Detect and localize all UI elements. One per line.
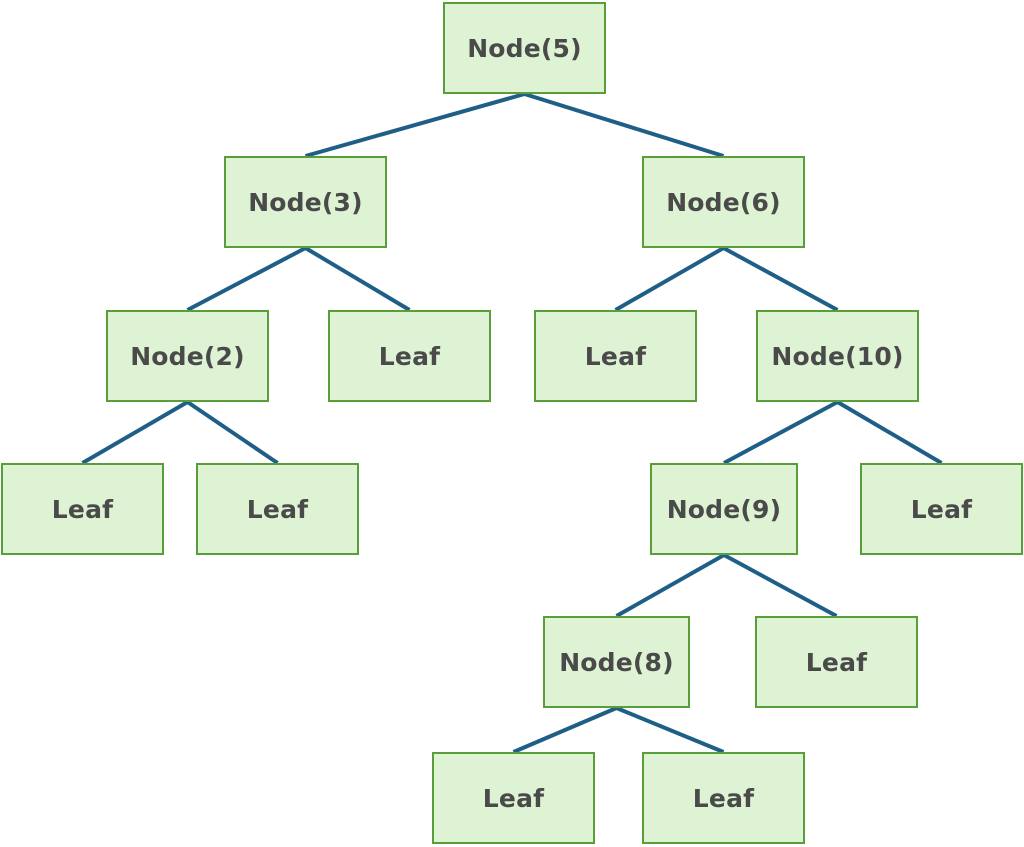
tree-edge: [512, 706, 618, 754]
tree-edge: [722, 246, 839, 312]
tree-edge: [614, 246, 725, 312]
leaf-node: Leaf: [432, 752, 595, 844]
tree-node-8: Node(8): [543, 616, 690, 708]
leaf-node: Leaf: [328, 310, 491, 402]
tree-edge: [81, 400, 189, 465]
tree-node-6: Node(6): [642, 156, 805, 248]
tree-node-9: Node(9): [650, 463, 798, 555]
tree-edge: [836, 400, 943, 465]
tree-node-10: Node(10): [756, 310, 919, 402]
tree-edge: [523, 92, 725, 158]
tree-edge: [723, 553, 838, 618]
tree-edge: [615, 706, 725, 754]
leaf-node: Leaf: [755, 616, 918, 708]
tree-edge: [615, 553, 725, 618]
leaf-node: Leaf: [860, 463, 1023, 555]
tree-edge: [304, 246, 411, 312]
tree-node-5: Node(5): [443, 2, 606, 94]
tree-edge: [723, 400, 839, 465]
tree-node-3: Node(3): [224, 156, 387, 248]
tree-edge: [186, 400, 279, 465]
tree-node-2: Node(2): [106, 310, 269, 402]
leaf-node: Leaf: [534, 310, 697, 402]
leaf-node: Leaf: [642, 752, 805, 844]
leaf-node: Leaf: [1, 463, 164, 555]
tree-edge: [304, 92, 526, 158]
leaf-node: Leaf: [196, 463, 359, 555]
tree-edge: [186, 246, 307, 312]
